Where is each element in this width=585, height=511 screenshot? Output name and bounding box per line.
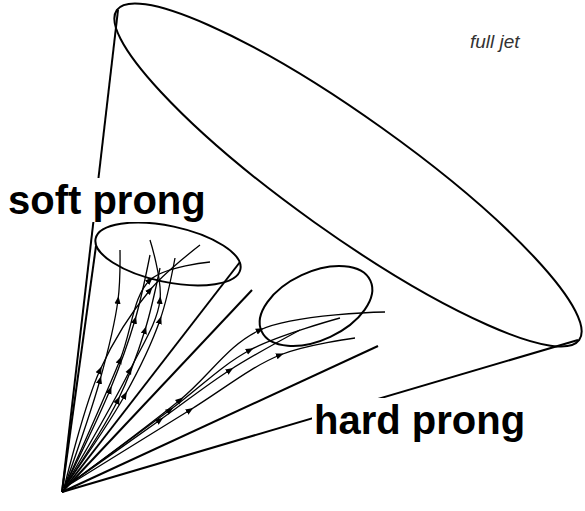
particle-track [64, 262, 210, 488]
soft-prong-mouth [90, 211, 246, 297]
prong-label: hard prong [312, 398, 527, 442]
prong-label: soft prong [6, 178, 208, 222]
jet-label: full jet [468, 32, 522, 53]
particle-track [64, 330, 300, 488]
particle-track [64, 240, 160, 488]
hard-prong-edge [62, 290, 252, 492]
particle-tracks [64, 240, 385, 488]
soft-prong-edge [62, 262, 240, 492]
full-jet-edge [62, 340, 578, 492]
